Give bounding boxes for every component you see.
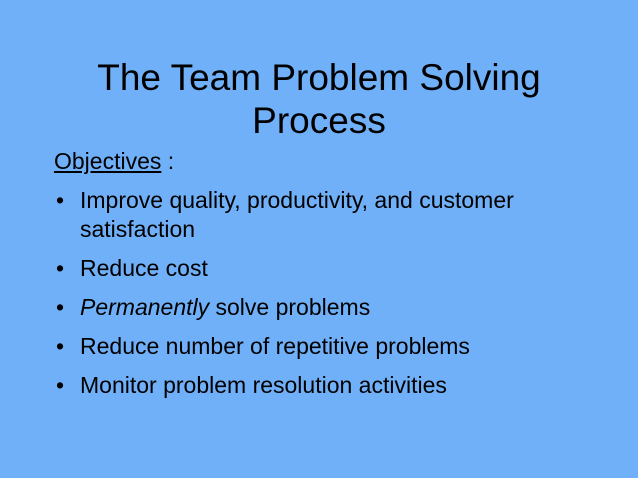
bullet-item: • Reduce cost — [54, 254, 614, 283]
bullet-item: • Permanently solve problems — [54, 293, 614, 322]
bullet-icon: • — [56, 372, 65, 398]
objectives-suffix: : — [161, 148, 175, 174]
objectives-label: Objectives — [54, 148, 162, 174]
bullet-text: Reduce number of repetitive problems — [80, 333, 470, 359]
bullet-text: Monitor problem resolution activities — [80, 372, 447, 398]
bullet-item: • Monitor problem resolution activities — [54, 371, 614, 400]
bullet-emphasis: Permanently — [80, 294, 210, 320]
bullet-icon: • — [56, 255, 65, 281]
bullet-item: • Improve quality, productivity, and cus… — [54, 186, 614, 244]
bullet-icon: • — [56, 294, 65, 320]
bullet-icon: • — [56, 333, 65, 359]
bullet-icon: • — [56, 187, 65, 213]
bullet-text: solve problems — [209, 294, 371, 320]
slide-title: The Team Problem Solving Process — [97, 57, 541, 141]
objectives-list: • Improve quality, productivity, and cus… — [54, 186, 614, 410]
bullet-text: Improve quality, productivity, and custo… — [80, 187, 514, 242]
bullet-text: Reduce cost — [80, 255, 208, 281]
objectives-heading: Objectives : — [54, 146, 174, 176]
bullet-item: • Reduce number of repetitive problems — [54, 332, 614, 361]
